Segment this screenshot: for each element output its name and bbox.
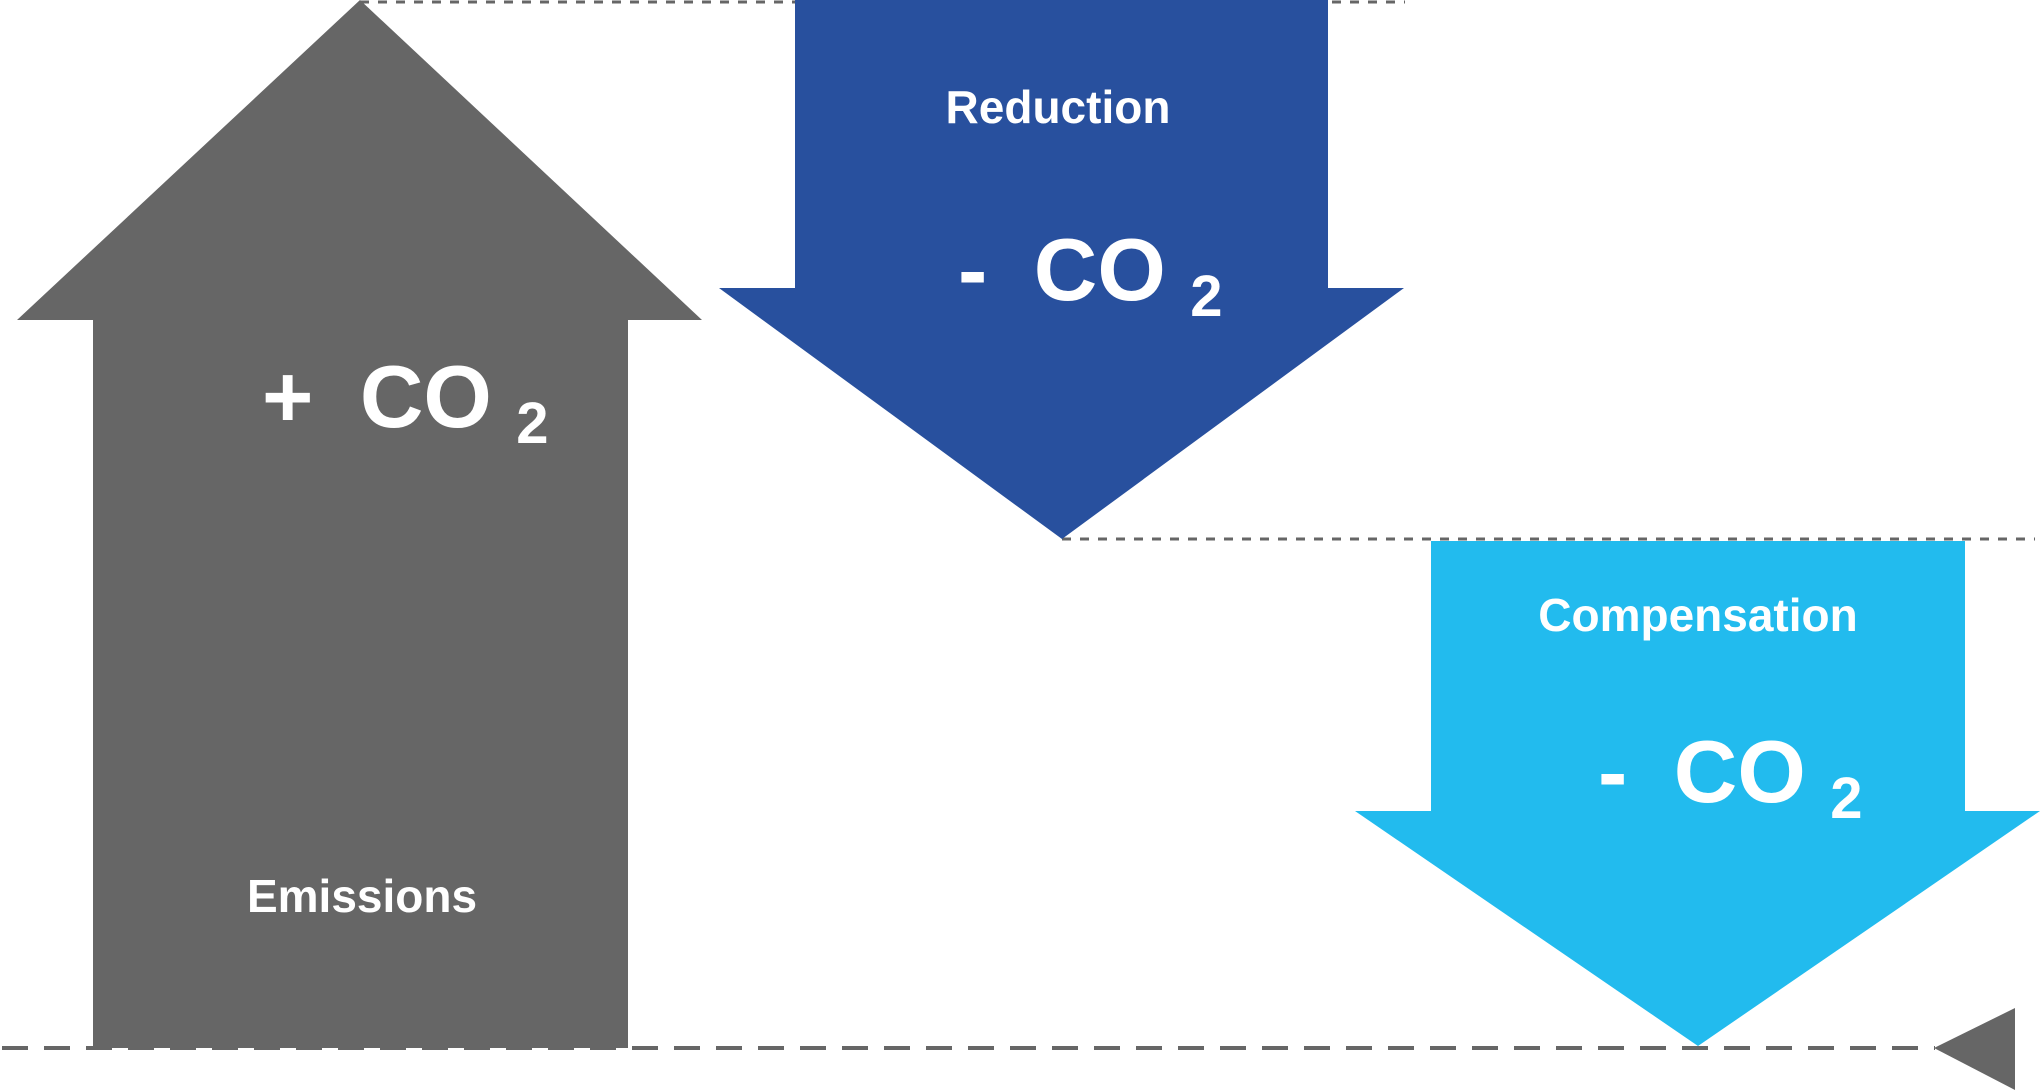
emissions-sign: + [262,347,313,446]
emissions-label: Emissions [247,870,477,922]
compensation-formula: CO [1674,722,1806,821]
reduction-subscript: 2 [1190,264,1222,329]
emissions-formula: CO [360,347,492,446]
reduction-co2-formula: - CO 2 [958,220,1222,329]
emissions-subscript: 2 [516,391,548,456]
compensation-arrow-shape [1355,541,2040,1046]
compensation-subscript: 2 [1830,766,1862,831]
compensation-label: Compensation [1538,589,1857,641]
emissions-co2-formula: + CO 2 [262,347,549,456]
reduction-label: Reduction [946,81,1171,133]
reduction-sign: - [958,220,987,319]
reduction-formula: CO [1034,220,1166,319]
reduction-arrow-shape [719,0,1404,539]
reduction-arrow: Reduction - CO 2 [719,0,1404,539]
compensation-arrow: Compensation - CO 2 [1355,541,2040,1046]
compensation-co2-formula: - CO 2 [1598,722,1862,831]
emissions-arrow: + CO 2 Emissions [17,0,702,1048]
compensation-sign: - [1598,722,1627,821]
emissions-arrow-shape [17,0,702,1048]
triangle-left-icon [1934,1008,2015,1090]
